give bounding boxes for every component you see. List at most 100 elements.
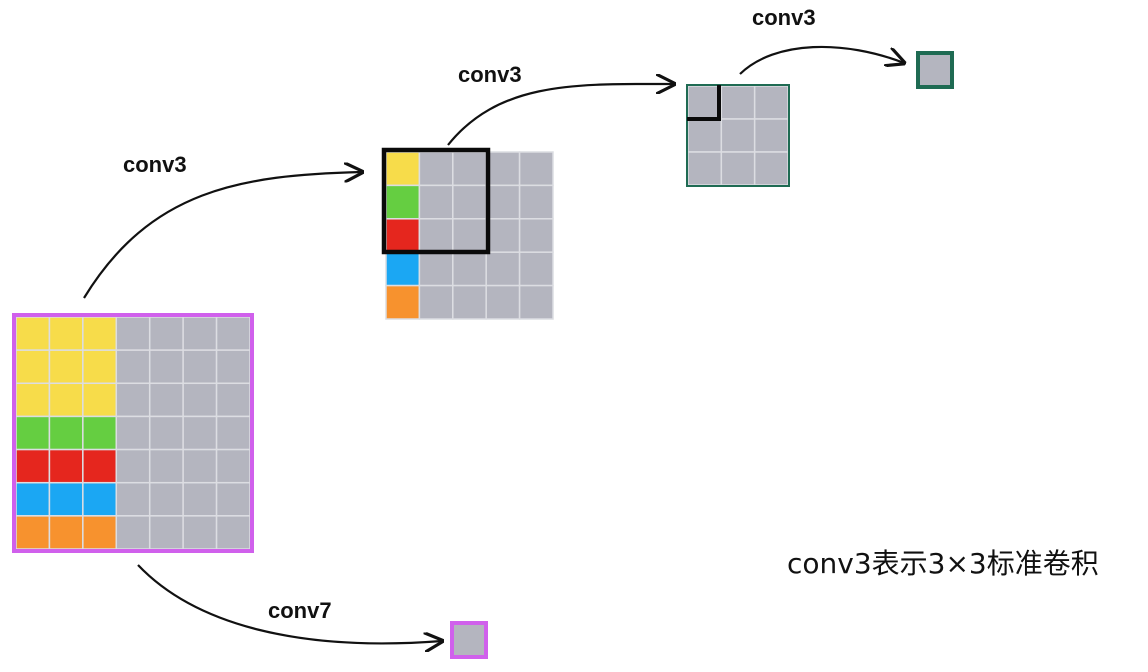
grid-cell-gray bbox=[452, 218, 487, 253]
grid-cell-gray bbox=[687, 151, 723, 186]
grid-cell-gray bbox=[687, 85, 723, 120]
grid-cell-gray bbox=[115, 515, 151, 550]
conv3-window-corner-marker bbox=[687, 85, 721, 121]
grid-cell-gray bbox=[115, 382, 151, 418]
grid-cell-gray bbox=[215, 316, 251, 351]
grid-cell-gray bbox=[452, 151, 487, 187]
grid-cell-red bbox=[82, 448, 118, 484]
grid-cell-yellow bbox=[385, 151, 421, 187]
grid-cell-green bbox=[15, 415, 51, 451]
grid-cell-blue bbox=[48, 481, 84, 517]
grid-cell-gray bbox=[115, 316, 151, 351]
grid-cell-yellow bbox=[15, 382, 51, 418]
output-pixel-conv3-chain bbox=[916, 51, 954, 89]
grid-cell-gray bbox=[720, 118, 756, 153]
grid-cell-gray bbox=[518, 284, 554, 320]
grid-cell-gray bbox=[115, 415, 151, 451]
grid-cell-blue bbox=[15, 481, 51, 517]
grid-cell-gray bbox=[182, 349, 218, 385]
grid-cell-yellow bbox=[48, 349, 84, 385]
grid-cell-gray bbox=[518, 151, 554, 187]
grid-cell-orange bbox=[385, 284, 421, 320]
grid-cell-blue bbox=[82, 481, 118, 517]
arrow-small-to-out bbox=[739, 45, 904, 75]
grid-cell-green bbox=[385, 184, 421, 220]
label-conv3-first: conv3 bbox=[123, 152, 187, 177]
grid-cell-gray bbox=[418, 218, 454, 253]
grid-cell-gray bbox=[418, 184, 454, 220]
conv3-window-3x3 bbox=[381, 147, 491, 255]
grid-cell-gray bbox=[485, 251, 521, 287]
grid-cell-gray bbox=[215, 415, 251, 451]
grid-cell-gray bbox=[115, 481, 151, 517]
label-conv7: conv7 bbox=[268, 598, 332, 623]
grid-cell-gray bbox=[518, 251, 554, 287]
output-pixel-conv7 bbox=[450, 621, 488, 659]
grid-cell-gray bbox=[115, 448, 151, 484]
grid-cell-gray bbox=[418, 151, 454, 187]
grid-cell-gray bbox=[148, 448, 184, 484]
grid-cell-gray bbox=[215, 515, 251, 550]
grid-cell-gray bbox=[485, 151, 521, 187]
arrow-mid-to-small bbox=[447, 84, 674, 146]
grid-cell-gray bbox=[452, 251, 487, 287]
grid-cell-gray bbox=[418, 251, 454, 287]
grid-cell-yellow bbox=[48, 316, 84, 351]
grid-cell-gray bbox=[182, 415, 218, 451]
grid-cell-orange bbox=[82, 515, 118, 550]
grid-cell-gray bbox=[753, 85, 789, 120]
grid-cell-gray bbox=[215, 349, 251, 385]
caption-note: conv3表示3×3标准卷积 bbox=[787, 547, 1099, 580]
grid-cell-red bbox=[385, 218, 421, 253]
grid-cell-orange bbox=[15, 515, 51, 550]
grid-cell-gray bbox=[115, 349, 151, 385]
feature-map-3x3-border bbox=[686, 84, 790, 187]
grid-cell-gray bbox=[148, 316, 184, 351]
input-feature-map-7x7 bbox=[15, 316, 251, 550]
label-conv3-third: conv3 bbox=[752, 5, 816, 30]
grid-cell-gray bbox=[148, 481, 184, 517]
grid-cell-yellow bbox=[48, 382, 84, 418]
grid-cell-gray bbox=[148, 515, 184, 550]
grid-cell-gray bbox=[182, 316, 218, 351]
grid-cell-yellow bbox=[82, 316, 118, 351]
grid-cell-gray bbox=[753, 151, 789, 186]
grid-cell-gray bbox=[215, 448, 251, 484]
grid-cell-yellow bbox=[82, 349, 118, 385]
label-conv3-second: conv3 bbox=[458, 62, 522, 87]
grid-cell-gray bbox=[518, 218, 554, 253]
conv7-receptive-field-border bbox=[12, 313, 254, 553]
grid-cell-gray bbox=[720, 151, 756, 186]
feature-map-3x3 bbox=[687, 85, 789, 186]
grid-cell-gray bbox=[182, 481, 218, 517]
grid-cell-yellow bbox=[15, 316, 51, 351]
grid-cell-blue bbox=[385, 251, 421, 287]
grid-cell-yellow bbox=[15, 349, 51, 385]
grid-cell-gray bbox=[148, 382, 184, 418]
grid-cell-gray bbox=[148, 349, 184, 385]
grid-cell-gray bbox=[148, 415, 184, 451]
grid-cell-gray bbox=[485, 284, 521, 320]
grid-cell-gray bbox=[720, 85, 756, 120]
grid-cell-gray bbox=[518, 184, 554, 220]
grid-cell-gray bbox=[182, 382, 218, 418]
grid-cell-gray bbox=[182, 515, 218, 550]
grid-cell-gray bbox=[215, 382, 251, 418]
grid-cell-gray bbox=[452, 184, 487, 220]
grid-cell-orange bbox=[48, 515, 84, 550]
grid-cell-gray bbox=[215, 481, 251, 517]
grid-cell-green bbox=[48, 415, 84, 451]
feature-map-5x5 bbox=[385, 151, 554, 320]
grid-cell-gray bbox=[452, 284, 487, 320]
grid-cell-gray bbox=[485, 184, 521, 220]
arrow-big-to-conv7-out bbox=[137, 564, 442, 643]
grid-cell-gray bbox=[418, 284, 454, 320]
grid-cell-gray bbox=[753, 118, 789, 153]
grid-cell-yellow bbox=[82, 382, 118, 418]
grid-cell-green bbox=[82, 415, 118, 451]
grid-cell-red bbox=[48, 448, 84, 484]
arrow-big-to-mid bbox=[83, 172, 362, 299]
grid-cell-gray bbox=[485, 218, 521, 253]
grid-cell-gray bbox=[182, 448, 218, 484]
